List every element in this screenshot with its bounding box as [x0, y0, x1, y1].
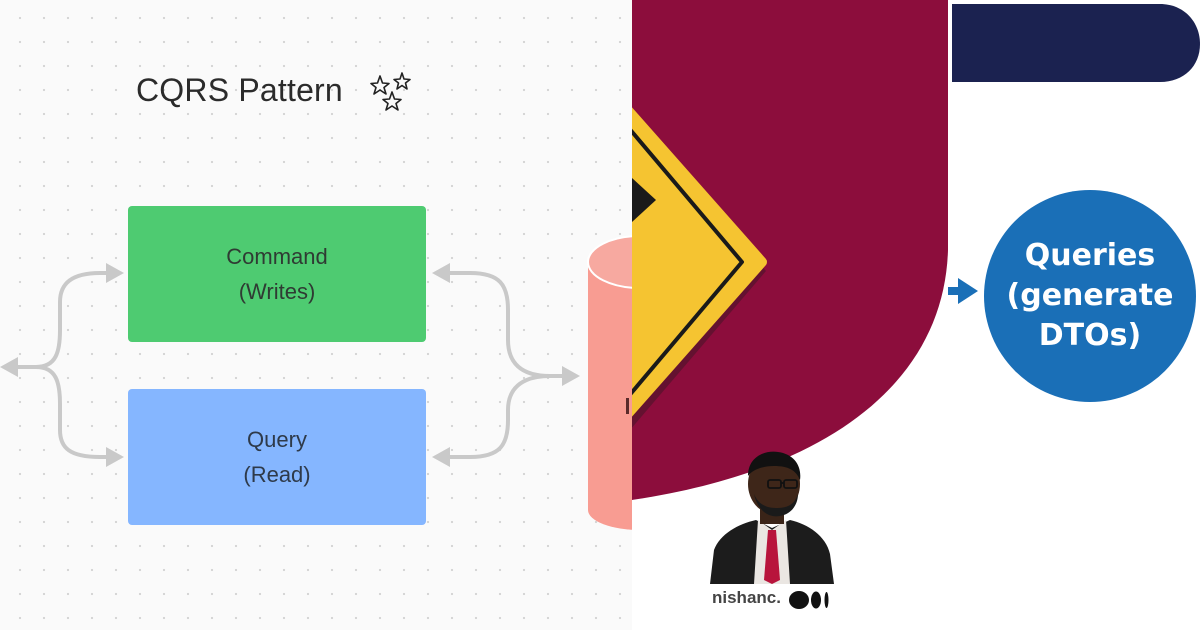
sparkles-icon — [370, 72, 411, 111]
navy-bar — [952, 4, 1200, 82]
maroon-shape — [632, 0, 948, 500]
command-label: Command — [226, 244, 328, 269]
arrow-right-icon — [948, 278, 978, 304]
query-label: Query — [247, 427, 307, 452]
queries-line2: (generate — [1006, 278, 1174, 313]
medium-logo-icon — [789, 591, 829, 609]
command-box: Command (Writes) — [128, 206, 426, 342]
connector-arrows — [0, 263, 580, 467]
query-sublabel: (Read) — [243, 462, 311, 487]
queries-circle — [984, 190, 1196, 402]
warning-road-sign-icon — [632, 107, 767, 428]
author-avatar — [710, 451, 834, 584]
query-box: Query (Read) — [128, 389, 426, 525]
cqrs-diagram-panel: CQRS Pattern — [0, 0, 632, 630]
queries-line3: DTOs) — [1038, 318, 1142, 353]
queries-circle-label: Queries (generate DTOs) — [980, 236, 1200, 356]
database-cylinder-icon — [587, 235, 632, 530]
author-name: nishanc. — [712, 588, 781, 607]
right-graphics — [632, 0, 1200, 500]
command-sublabel: (Writes) — [238, 279, 316, 304]
diagram-title: CQRS Pattern — [136, 72, 343, 108]
queries-graphic-panel: Queries (generate DTOs) nishanc. — [632, 0, 1200, 630]
queries-line1: Queries — [1024, 238, 1156, 273]
